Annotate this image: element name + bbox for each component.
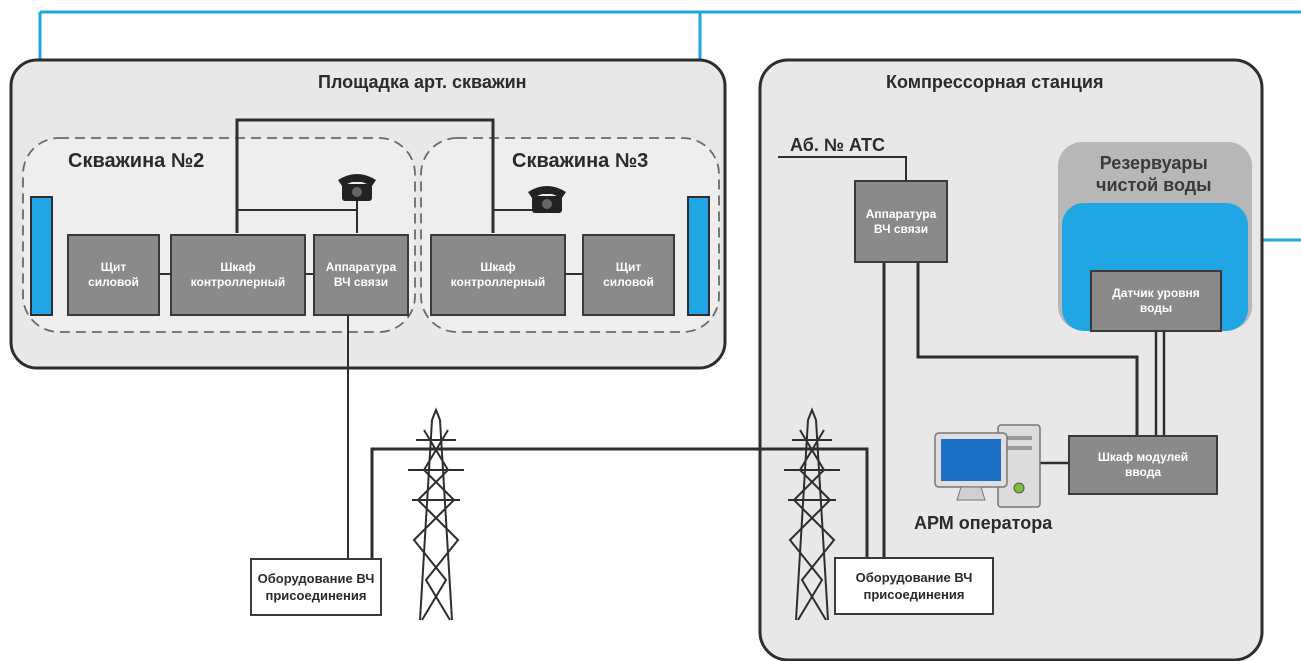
- controller-link: [235, 118, 495, 233]
- hf-to-modules: [916, 262, 1139, 435]
- well2-power-panel: Щит силовой: [67, 234, 160, 316]
- compressor-title: Компрессорная станция: [886, 72, 1104, 92]
- well2-tube: [30, 196, 53, 316]
- site-wiring: [160, 200, 582, 275]
- input-modules-cabinet: Шкаф модулей ввода: [1068, 435, 1218, 495]
- well2-controller-cabinet: Шкаф контроллерный: [170, 234, 306, 316]
- level-sensor: Датчик уровня воды: [1090, 270, 1222, 332]
- well3-controller-cabinet: Шкаф контроллерный: [430, 234, 566, 316]
- well3-power-panel: Щит силовой: [582, 234, 675, 316]
- sensor-link: [1154, 330, 1166, 435]
- computer-icon: [934, 424, 1041, 508]
- well2-hf-equipment: Аппаратура ВЧ связи: [313, 234, 409, 316]
- ats-line: [778, 156, 907, 180]
- phone-icon: [528, 186, 566, 213]
- power-line: [370, 447, 869, 560]
- coupling-equipment-right: Оборудование ВЧ присоединения: [834, 557, 994, 615]
- coupling-equipment-left: Оборудование ВЧ присоединения: [250, 558, 382, 616]
- ats-label: Аб. № АТС: [790, 135, 886, 155]
- well3-tube: [687, 196, 710, 316]
- power-tower-icon: [784, 407, 840, 621]
- site-wells-title: Площадка арт. скважин: [318, 72, 527, 92]
- compressor-hf-equipment: Аппаратура ВЧ связи: [854, 180, 948, 263]
- reservoirs-label: Резервуары чистой воды: [1096, 153, 1212, 195]
- operator-label: АРМ оператора: [914, 513, 1053, 533]
- power-tower-icon: [408, 407, 464, 621]
- well2-title: Скважина №2: [68, 150, 205, 172]
- phone-icon: [338, 174, 376, 201]
- well3-title: Скважина №3: [512, 150, 649, 172]
